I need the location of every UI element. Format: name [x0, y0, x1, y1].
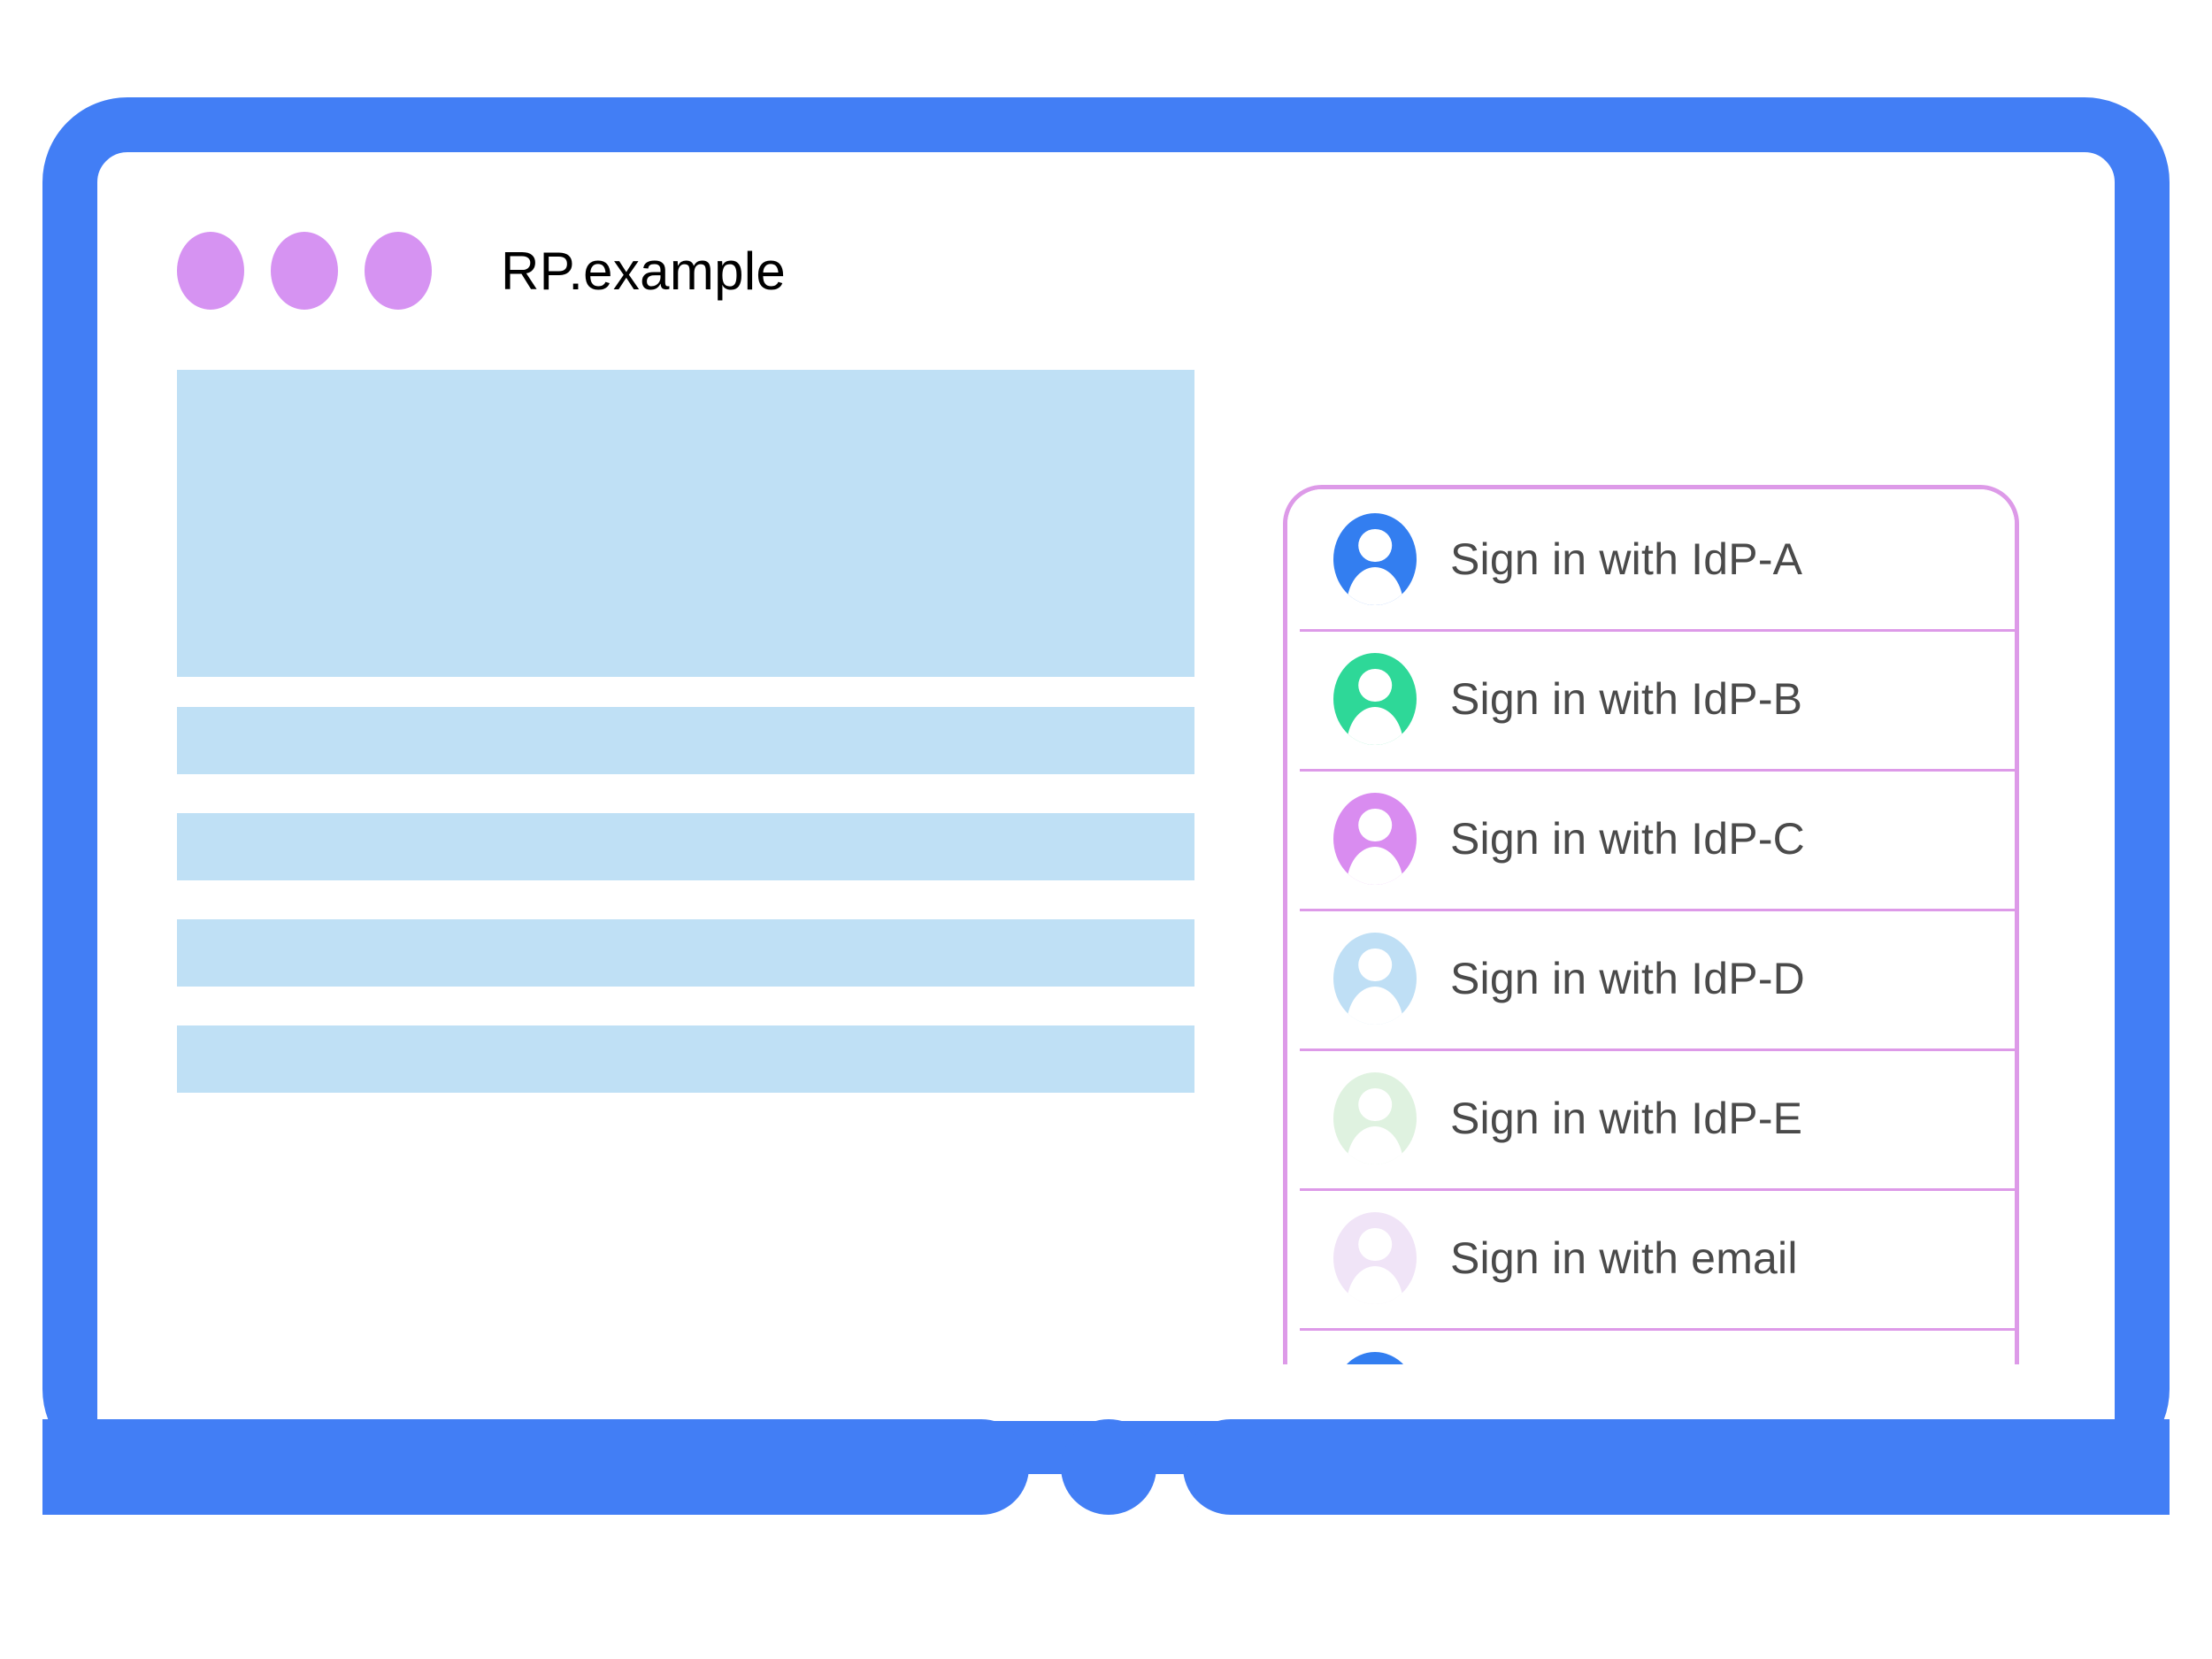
window-dot-2[interactable]: [271, 232, 338, 310]
account-avatar-icon: [1333, 513, 1417, 605]
hero-block: [177, 370, 1194, 677]
account-avatar-icon: [1333, 1072, 1417, 1164]
signin-option-label: Sign in with IdP-C: [1450, 814, 1805, 864]
page-title: RP.example: [501, 241, 787, 301]
account-avatar-icon: [1333, 933, 1417, 1025]
signin-option-idp-b[interactable]: Sign in with IdP-B: [1287, 629, 2015, 769]
signin-option-label: Sign in with email: [1450, 1233, 1798, 1283]
signin-option-label: Sign in with IdP-B: [1450, 674, 1803, 724]
signin-option-email[interactable]: Sign in with email: [1287, 1188, 2015, 1328]
browser-title-bar: RP.example: [177, 232, 786, 310]
signin-chooser-panel: Sign in with IdP-A Sign in with IdP-B Si…: [1283, 485, 2019, 1419]
browser-screen: RP.example Sign in with IdP-A Sign in wi…: [97, 152, 2115, 1419]
window-dot-3[interactable]: [365, 232, 432, 310]
device-bottom-bar-right: [1183, 1419, 2170, 1515]
device-bottom-bar-left: [42, 1419, 1029, 1515]
text-bar-4: [177, 1025, 1194, 1093]
signin-option-idp-e[interactable]: Sign in with IdP-E: [1287, 1048, 2015, 1188]
text-bar-3: [177, 919, 1194, 987]
device-frame: RP.example Sign in with IdP-A Sign in wi…: [42, 97, 2170, 1515]
signin-option-label: Sign in with IdP-E: [1450, 1094, 1803, 1143]
signin-option-idp-d[interactable]: Sign in with IdP-D: [1287, 909, 2015, 1048]
signin-option-idp-a[interactable]: Sign in with IdP-A: [1287, 489, 2015, 629]
account-avatar-icon: [1333, 653, 1417, 745]
text-bar-1: [177, 707, 1194, 774]
home-button[interactable]: [1061, 1419, 1156, 1515]
content-placeholder-group: [177, 370, 1194, 1093]
window-dot-1[interactable]: [177, 232, 244, 310]
text-bar-2: [177, 813, 1194, 880]
account-avatar-icon: [1333, 1212, 1417, 1304]
signin-option-label: Sign in with IdP-A: [1450, 534, 1803, 584]
frame-bottom-mask: [97, 1364, 2115, 1421]
account-avatar-icon: [1333, 793, 1417, 885]
signin-option-idp-c[interactable]: Sign in with IdP-C: [1287, 769, 2015, 909]
signin-option-label: Sign in with IdP-D: [1450, 954, 1805, 1003]
